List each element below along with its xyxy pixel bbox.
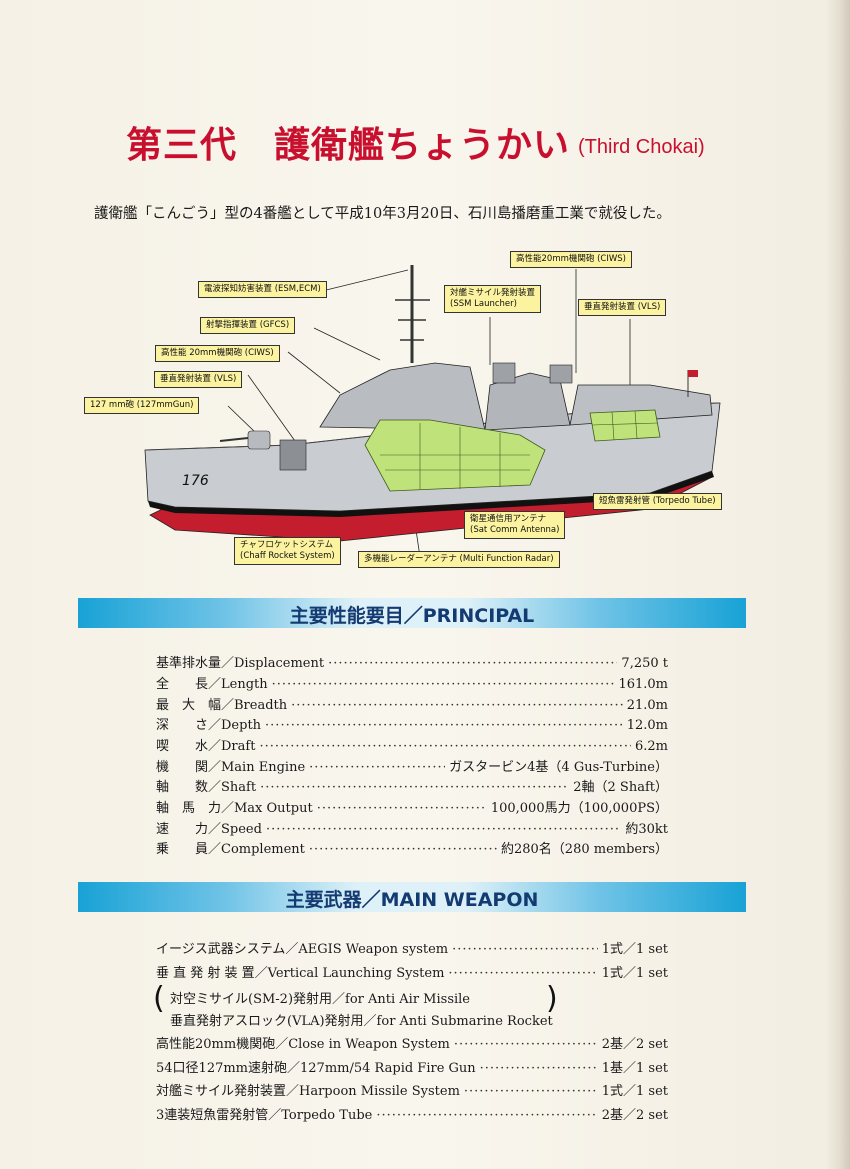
title-english: (Third Chokai)	[578, 136, 705, 158]
callout-ssm-jp: 対艦ミサイル発射装置	[450, 288, 536, 298]
callout-gfcs: 射撃指揮装置 (GFCS)	[200, 317, 296, 334]
callout-chaff-rocket-system: チャフロケットシステム (Chaff Rocket System)	[234, 537, 341, 565]
weapon-row: 垂 直 発 射 装 置／Vertical Launching System···…	[156, 966, 668, 981]
spec-row: 全 長／Length······························…	[156, 677, 668, 692]
principal-heading: 主要性能要目／PRINCIPAL	[289, 605, 535, 627]
weapon-row: 対艦ミサイル発射装置／Harpoon Missile System·······…	[156, 1084, 668, 1099]
weapon-heading-band: 主要武器／MAIN WEAPON	[78, 882, 746, 912]
callout-vls-forward: 垂直発射装置 (VLS)	[154, 371, 243, 388]
ship-cutaway-diagram: 176 電波探知妨害装置 (ESM,ECM) 射撃指揮装置 (GFCS) 高性能…	[84, 245, 770, 585]
spec-row: 深 さ／Depth·······························…	[156, 718, 668, 733]
callout-ssm-en: (SSM Launcher)	[450, 299, 517, 309]
callout-torpedo-tube: 短魚雷発射管 (Torpedo Tube)	[593, 493, 722, 510]
spec-row: 最 大 幅／Breadth···························…	[156, 698, 668, 713]
callout-esm-ecm: 電波探知妨害装置 (ESM,ECM)	[198, 281, 327, 298]
weapon-row: 3連装短魚雷発射管／Torpedo Tube··················…	[156, 1108, 668, 1123]
left-paren: (	[153, 981, 165, 1016]
spec-row: 基準排水量／Displacement······················…	[156, 656, 668, 671]
spec-row: 機 関／Main Engine·························…	[156, 760, 668, 775]
callout-chaff-en: (Chaff Rocket System)	[240, 551, 335, 561]
intro-text: 護衛艦「こんごう」型の4番艦として平成10年3月20日、石川島播磨重工業で就役し…	[94, 206, 671, 222]
callout-ciws-aft: 高性能20mm機関砲 (CIWS)	[510, 251, 632, 268]
callout-sat-comm-antenna: 衛星通信用アンテナ (Sat Comm Antenna)	[464, 511, 566, 539]
weapon-row: イージス武器システム／AEGIS Weapon system··········…	[156, 942, 668, 957]
callout-ciws-forward: 高性能 20mm機関砲 (CIWS)	[155, 345, 280, 362]
callout-satcom-jp: 衛星通信用アンテナ	[470, 514, 547, 524]
weapon-sub-row: 対空ミサイル(SM-2)発射用／for Anti Air Missile	[170, 992, 470, 1007]
page-title: 第三代 護衛艦ちょうかい (Third Chokai)	[126, 116, 705, 168]
weapon-row: 54口径127mm速射砲／127mm/54 Rapid Fire Gun····…	[156, 1061, 668, 1076]
right-paren: )	[546, 981, 558, 1016]
title-japanese: 第三代 護衛艦ちょうかい	[126, 125, 571, 166]
callout-127mm-gun: 127 mm砲 (127mmGun)	[84, 397, 200, 414]
spec-row: 喫 水／Draft·······························…	[156, 739, 668, 754]
callout-ssm-launcher: 対艦ミサイル発射装置 (SSM Launcher)	[444, 285, 542, 313]
weapon-row: 高性能20mm機関砲／Close in Weapon System·······…	[156, 1037, 668, 1052]
principal-heading-band: 主要性能要目／PRINCIPAL	[78, 598, 746, 628]
callout-multi-function-radar: 多機能レーダーアンテナ (Multi Function Radar)	[358, 551, 560, 568]
weapon-heading: 主要武器／MAIN WEAPON	[285, 889, 539, 911]
spec-row: 乗 員／Complement··························…	[156, 842, 668, 857]
callout-vls-aft: 垂直発射装置 (VLS)	[578, 299, 667, 316]
spec-row: 軸 数／Shaft·······························…	[156, 780, 668, 795]
ship-illustration: 176	[144, 265, 721, 558]
callout-satcom-en: (Sat Comm Antenna)	[470, 525, 560, 535]
weapon-sub-row: 垂直発射アスロック(VLA)発射用／for Anti Submarine Roc…	[170, 1014, 553, 1029]
page-fold-shadow	[826, 0, 850, 1169]
spec-row: 速 力／Speed·······························…	[156, 822, 668, 837]
spec-row: 軸 馬 力／Max Output························…	[156, 801, 668, 816]
callout-chaff-jp: チャフロケットシステム	[240, 540, 334, 550]
hull-number: 176	[182, 473, 209, 489]
